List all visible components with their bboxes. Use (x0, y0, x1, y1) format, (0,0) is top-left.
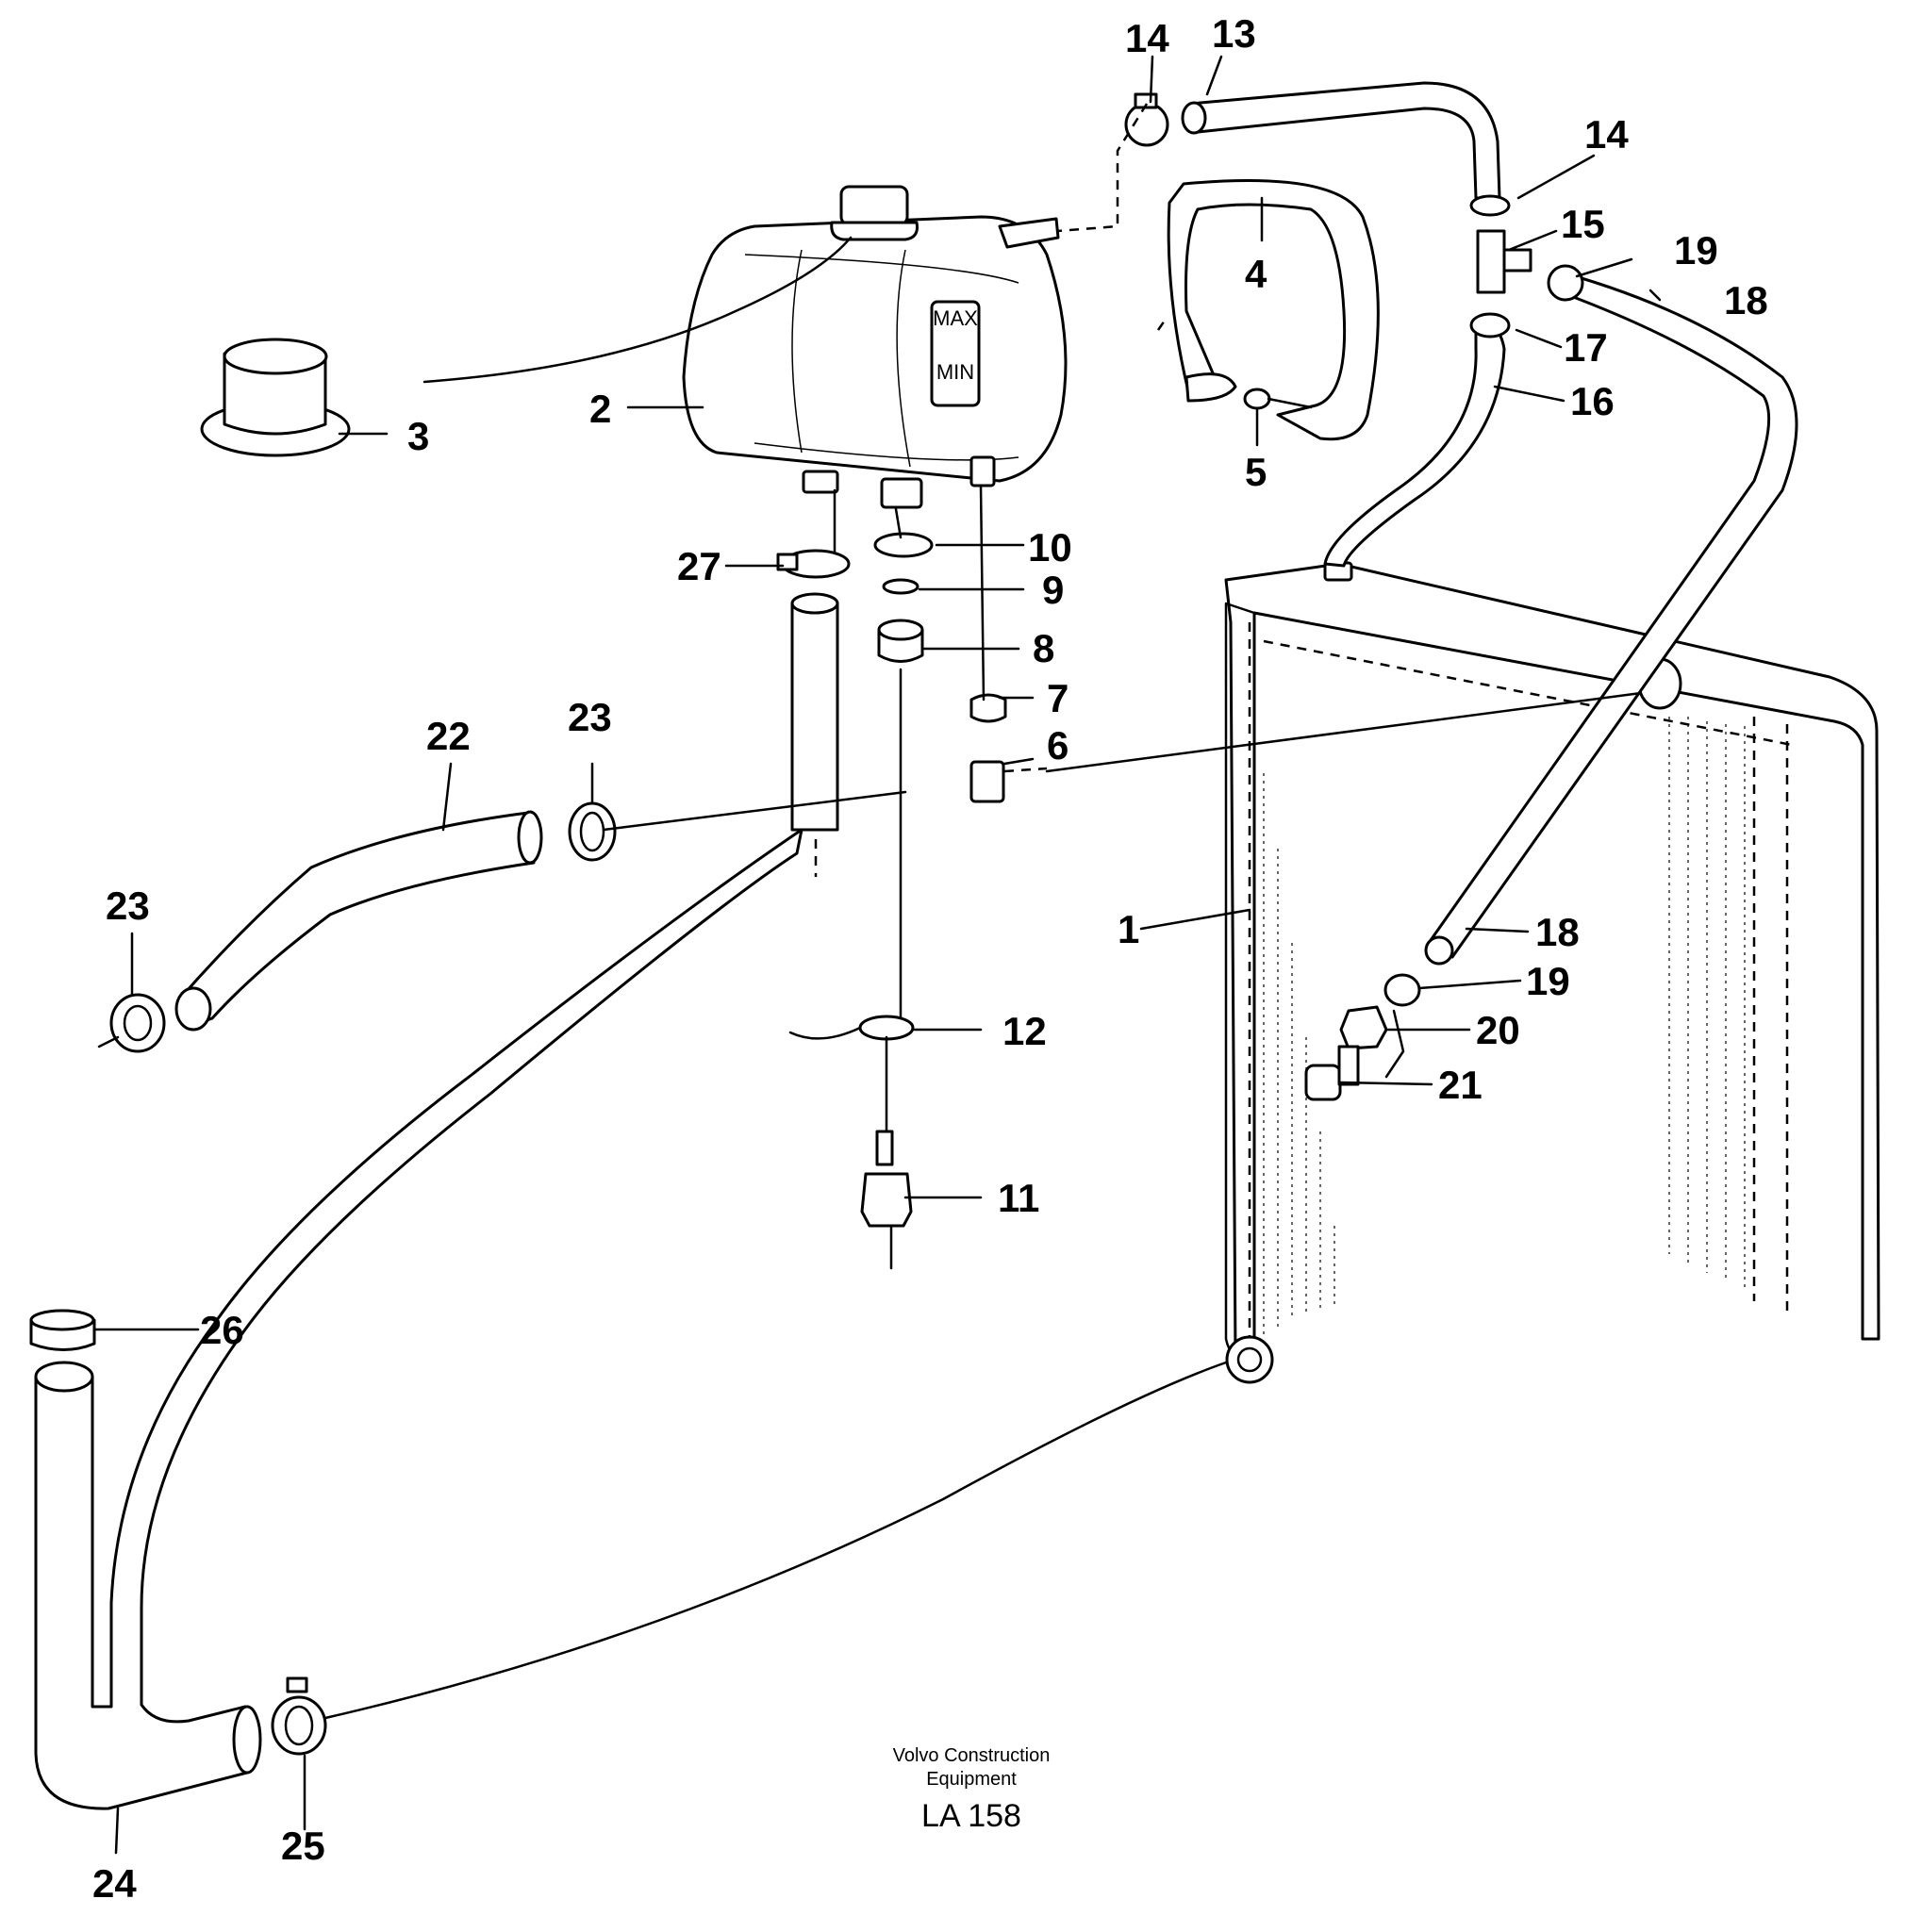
callout-5: 5 (1245, 450, 1267, 494)
tank-min-marking: MIN (936, 360, 974, 384)
callout-12: 12 (1002, 1009, 1047, 1053)
callout-20: 20 (1476, 1008, 1520, 1052)
hose-clamp-14-upper-part (1124, 92, 1169, 147)
sensor-stack-part (858, 532, 1007, 1228)
hose-clamp-23-lower-part (109, 993, 166, 1053)
callout-24: 24 (92, 1861, 137, 1906)
callout-11: 11 (998, 1176, 1039, 1220)
callout-26: 26 (200, 1308, 244, 1352)
expansion-tank-part: MAX MIN (682, 185, 1068, 509)
callout-16: 16 (1570, 379, 1615, 423)
caption-drawing-code: LA 158 (921, 1798, 1021, 1834)
hose-clamp-14-right-part (1469, 194, 1511, 217)
callout-8: 8 (1033, 626, 1054, 670)
callout-14-upper: 14 (1125, 16, 1169, 60)
radiator-part (1224, 561, 1880, 1384)
callout-13: 13 (1212, 11, 1256, 56)
caption-company-line1: Volvo Construction (893, 1745, 1051, 1766)
hose-22-part (174, 810, 543, 1032)
callout-14-right: 14 (1584, 112, 1629, 157)
callout-27: 27 (677, 544, 721, 588)
callout-7: 7 (1047, 676, 1068, 720)
callout-17: 17 (1564, 325, 1608, 370)
callout-18-lower: 18 (1535, 910, 1580, 954)
pipe-under-tank-part (790, 592, 839, 832)
callout-1: 1 (1118, 907, 1139, 951)
callout-23-lower: 23 (106, 883, 150, 928)
hose-24-part (34, 828, 803, 1810)
callout-4: 4 (1245, 252, 1267, 296)
callout-19-upper: 19 (1674, 228, 1718, 272)
caption-company-line2: Equipment (926, 1769, 1017, 1790)
callout-9: 9 (1042, 568, 1064, 612)
hose-clamp-25-part (271, 1676, 327, 1756)
hose-clamp-23-upper-part (568, 801, 617, 862)
drain-cock-21-part (1304, 1045, 1360, 1101)
callout-18-upper: 18 (1724, 278, 1768, 322)
hose-clamp-19-lower-part (1383, 973, 1421, 1007)
callout-labels: 1 2 3 4 5 6 7 8 9 10 11 12 13 14 14 15 1… (92, 11, 1768, 1906)
hose-clamp-19-upper-part (1547, 264, 1584, 302)
callout-23-upper: 23 (568, 695, 612, 739)
nipple-20-part (1339, 1005, 1388, 1050)
callout-6: 6 (1047, 723, 1068, 768)
tank-max-marking: MAX (933, 306, 978, 330)
callout-22: 22 (426, 714, 471, 758)
callout-15: 15 (1561, 202, 1605, 246)
mounting-strap-part (1167, 179, 1380, 441)
callout-25: 25 (281, 1824, 325, 1868)
tank-cap-part (200, 338, 351, 457)
connection-lines (97, 103, 1643, 1720)
t-piece-15-part (1476, 229, 1532, 294)
callout-21: 21 (1438, 1063, 1483, 1107)
hose-clamp-27-part (776, 549, 851, 579)
callout-10: 10 (1028, 525, 1072, 570)
hose-clamp-26-part (29, 1309, 96, 1351)
hose-18-part (1424, 272, 1798, 966)
callout-19-lower: 19 (1526, 959, 1570, 1003)
hose-13-part (1181, 81, 1501, 200)
caption-block: Volvo Construction Equipment LA 158 (893, 1745, 1051, 1834)
callout-2: 2 (589, 387, 611, 431)
leader-lines (92, 55, 1662, 1855)
callout-3: 3 (407, 414, 429, 458)
hose-16-part (1323, 312, 1511, 568)
